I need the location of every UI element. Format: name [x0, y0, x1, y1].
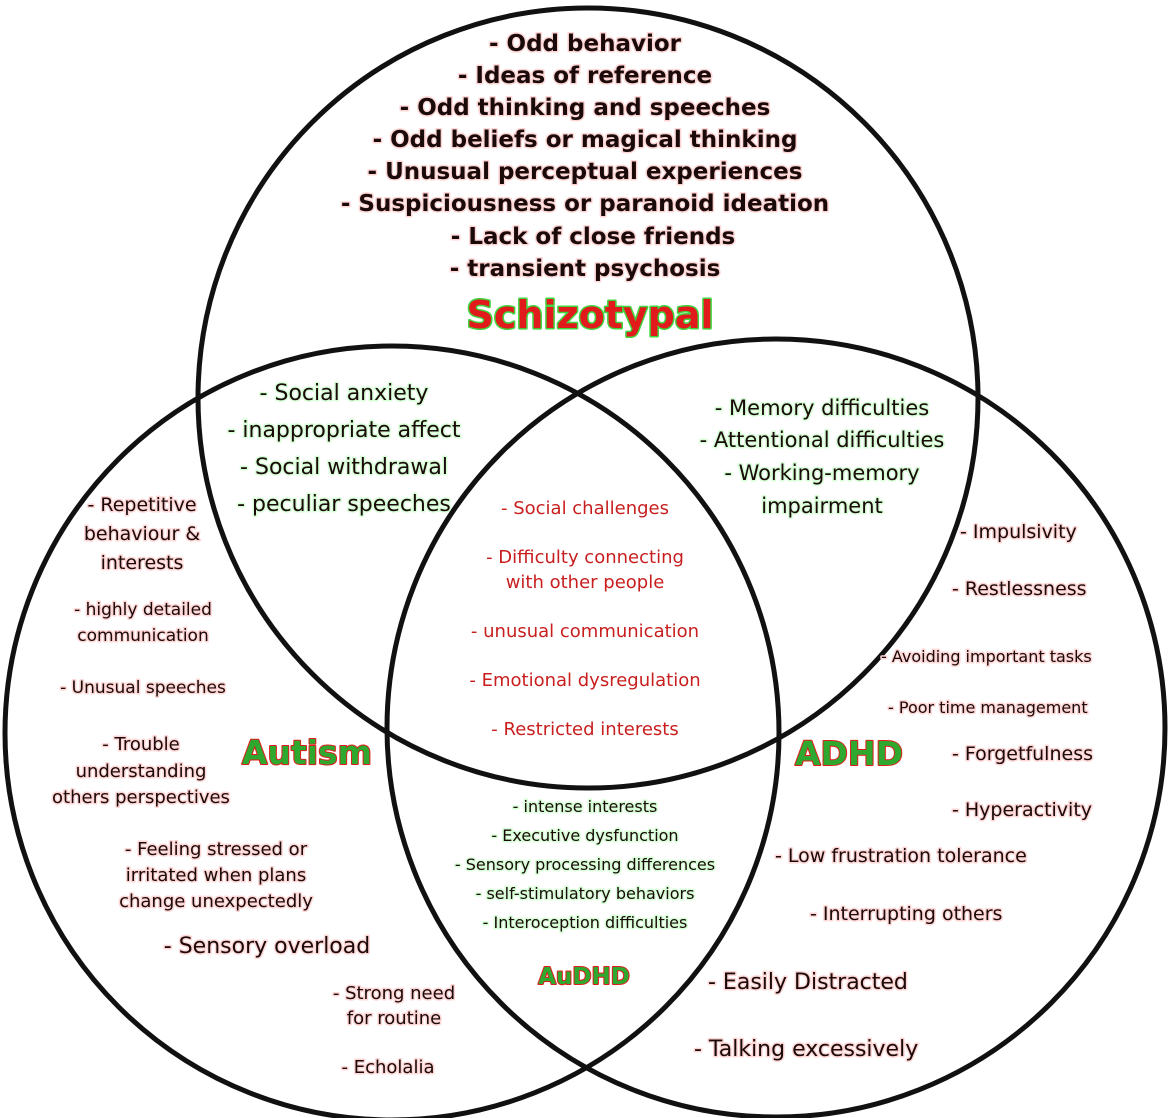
autism-circle — [2, 343, 782, 1118]
schizo-adhd-item: - Attentional difficulties — [700, 428, 945, 452]
autism-item: interests — [101, 552, 184, 574]
adhd-item: - Easily Distracted — [708, 970, 908, 995]
adhd-item: - Impulsivity — [960, 521, 1077, 543]
schizo-adhd-list: - Memory difficulties - Attentional diff… — [698, 395, 946, 520]
schizo-adhd-item: - Memory difficulties — [715, 396, 929, 420]
adhd-item: - Hyperactivity — [952, 799, 1092, 821]
autism-item: understanding — [76, 761, 207, 782]
schizotypal-item: - Odd thinking and speeches — [400, 95, 771, 121]
autism-item: - Trouble — [102, 734, 180, 755]
audhd-item: - Executive dysfunction — [491, 826, 678, 845]
center-item: - unusual communication — [471, 621, 699, 642]
schizotypal-item: - Suspiciousness or paranoid ideation — [341, 191, 829, 217]
audhd-title: AuDHD — [538, 964, 630, 990]
adhd-item: - Restlessness — [952, 578, 1087, 600]
audhd-item: - intense interests — [513, 797, 658, 816]
schizotypal-item: - transient psychosis — [450, 256, 721, 282]
adhd-item: - Forgetfulness — [952, 743, 1093, 765]
adhd-title: ADHD — [795, 734, 903, 773]
schizo-adhd-item: - Working-memory — [724, 461, 919, 485]
autism-item: for routine — [347, 1008, 441, 1029]
schizo-adhd-item: impairment — [761, 494, 883, 518]
autism-item: others perspectives — [52, 787, 230, 808]
audhd-item: - self-stimulatory behaviors — [476, 884, 695, 903]
schizotypal-item: - Unusual perceptual experiences — [368, 159, 803, 185]
schizo-autism-item: - Social anxiety — [260, 381, 429, 406]
adhd-circle — [384, 336, 1168, 1118]
adhd-item: - Talking excessively — [694, 1037, 918, 1062]
autism-item: - Echolalia — [342, 1057, 435, 1078]
autism-item: - Feeling stressed or — [125, 839, 308, 860]
autism-item: - highly detailed — [74, 600, 212, 620]
autism-item: change unexpectedly — [119, 891, 313, 912]
schizo-autism-item: - Social withdrawal — [240, 455, 448, 480]
audhd-item: - Interoception difficulties — [483, 913, 688, 932]
adhd-item: - Poor time management — [888, 698, 1088, 717]
center-item: - Social challenges — [501, 498, 669, 519]
autism-item: irritated when plans — [126, 865, 306, 886]
adhd-item: - Interrupting others — [810, 903, 1002, 925]
schizotypal-title: Schizotypal — [467, 293, 714, 337]
center-item: - Emotional dysregulation — [469, 670, 700, 691]
schizo-autism-item: - inappropriate affect — [227, 418, 460, 443]
schizotypal-item: - Odd behavior — [489, 31, 682, 57]
adhd-item: - Low frustration tolerance — [775, 845, 1027, 867]
autism-item: behaviour & — [84, 523, 200, 545]
audhd-item: - Sensory processing differences — [455, 855, 715, 874]
autism-title: Autism — [242, 733, 372, 772]
schizotypal-item: - Lack of close friends — [451, 224, 735, 250]
schizotypal-item: - Odd beliefs or magical thinking — [373, 127, 798, 153]
center-list: - Social challenges - Difficulty connect… — [468, 497, 702, 742]
autism-item: - Sensory overload — [164, 934, 370, 959]
autism-item: communication — [77, 626, 208, 646]
autism-item: - Strong need — [333, 983, 455, 1004]
schizotypal-list: - Odd behavior - Ideas of reference - Od… — [339, 30, 830, 284]
center-item: - Difficulty connecting — [486, 547, 684, 568]
autism-item: - Repetitive — [87, 494, 196, 516]
autism-item: - Unusual speeches — [60, 678, 226, 698]
schizotypal-item: - Ideas of reference — [458, 63, 712, 89]
center-item: - Restricted interests — [491, 719, 678, 740]
center-item: with other people — [506, 572, 665, 593]
audhd-list: - intense interests - Executive dysfunct… — [453, 796, 716, 934]
schizo-autism-item: - peculiar speeches — [237, 492, 451, 517]
adhd-list: - Impulsivity - Restlessness - Avoiding … — [693, 520, 1095, 1064]
schizo-autism-list: - Social anxiety - inappropriate affect … — [226, 380, 462, 519]
autism-list: - Repetitive behaviour & interests - hig… — [51, 493, 457, 1080]
adhd-item: - Avoiding important tasks — [881, 647, 1092, 666]
